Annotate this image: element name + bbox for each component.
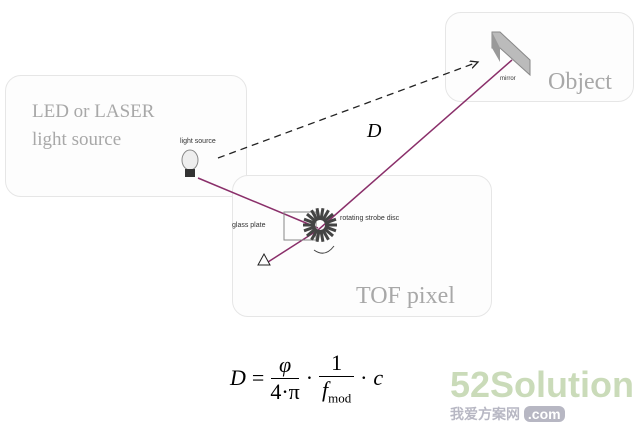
watermark-com: .com bbox=[523, 406, 565, 422]
formula-eq: = bbox=[251, 365, 265, 391]
disc-spoke bbox=[315, 229, 321, 243]
light-source-box bbox=[5, 75, 247, 197]
disc-spoke bbox=[324, 225, 337, 233]
numerator-phi: φ bbox=[270, 352, 300, 379]
watermark-sub: 我爱方案网 bbox=[450, 406, 520, 422]
denominator-fmod: fmod bbox=[322, 377, 351, 406]
light-bulb-icon bbox=[181, 149, 199, 177]
strobe-disc-icon bbox=[303, 207, 337, 243]
disc-spoke bbox=[321, 209, 330, 222]
denominator-4pi: 4·π bbox=[270, 378, 300, 404]
disc-spoke bbox=[306, 227, 318, 238]
disc-spoke bbox=[306, 212, 318, 223]
f: f bbox=[321, 377, 329, 402]
object-box bbox=[445, 12, 634, 102]
formula-dot-2: · bbox=[360, 365, 368, 391]
source-label: LED or LASER light source bbox=[32, 98, 154, 154]
source-label-line1: LED or LASER bbox=[32, 101, 155, 122]
formula-lhs: D bbox=[230, 365, 246, 391]
watermark-sub-row: 我爱方案网 .com bbox=[450, 404, 634, 424]
dashed-path bbox=[217, 62, 478, 159]
rotation-arrow-icon bbox=[313, 245, 335, 254]
source-label-line2: light source bbox=[32, 129, 122, 150]
disc-spoke bbox=[310, 209, 319, 222]
watermark: 52Solution 我爱方案网 .com bbox=[450, 366, 634, 424]
light-source-text: light source bbox=[180, 138, 216, 145]
disc-spoke bbox=[303, 217, 316, 225]
strobe-disc-text: rotating strobe disc bbox=[340, 215, 400, 222]
disc-spoke bbox=[324, 217, 337, 225]
formula-dot: · bbox=[305, 365, 314, 391]
eye-icon bbox=[257, 252, 271, 266]
mirror-icon bbox=[491, 31, 531, 77]
beam-to-disc bbox=[197, 177, 319, 229]
numerator-1: 1 bbox=[319, 350, 355, 377]
disc-spoke bbox=[322, 227, 334, 238]
disc-spoke bbox=[319, 229, 325, 243]
mirror-text: mirror bbox=[500, 76, 516, 82]
disc-spoke bbox=[303, 225, 316, 233]
disc-spoke bbox=[322, 212, 334, 223]
formula: D = φ 4·π · 1 fmod · c bbox=[230, 350, 383, 406]
disc-spoke bbox=[310, 228, 319, 241]
fraction-2: 1 fmod bbox=[319, 350, 355, 406]
disc-spoke bbox=[315, 207, 321, 221]
disc-spoke bbox=[321, 228, 330, 241]
glass-plate-text: glass plate bbox=[232, 222, 266, 229]
formula-c: c bbox=[373, 365, 384, 391]
object-label: Object bbox=[548, 69, 612, 95]
glass-plate-icon bbox=[283, 211, 317, 241]
disc-spoke bbox=[319, 207, 325, 221]
tof-pixel-label: TOF pixel bbox=[356, 283, 455, 309]
mod: mod bbox=[328, 390, 352, 406]
beam-disc-to-mirror bbox=[317, 59, 513, 231]
watermark-main: 52Solution bbox=[450, 364, 635, 405]
distance-label: D bbox=[367, 120, 382, 142]
fraction-1: φ 4·π bbox=[270, 352, 299, 405]
tof-pixel-box bbox=[232, 175, 492, 317]
